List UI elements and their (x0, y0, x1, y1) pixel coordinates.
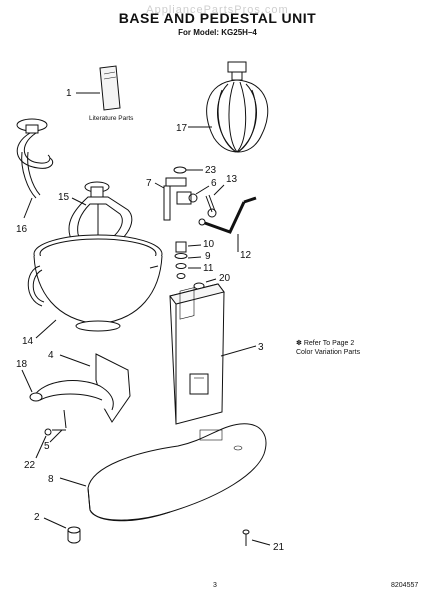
callout-16: 16 (16, 224, 28, 235)
note-line-2: Color Variation Parts (296, 349, 361, 356)
callout-13: 13 (226, 174, 238, 185)
callout-21: 21 (273, 542, 285, 553)
page-number: 3 (213, 582, 217, 589)
callout-3: 3 (258, 342, 264, 353)
callout-15: 15 (58, 192, 70, 203)
crank-handle-illustration (198, 196, 257, 234)
screw-parts-illustration (44, 409, 67, 436)
base-plate-illustration (87, 423, 267, 522)
foot-pad-illustration (67, 526, 81, 544)
wire-whip-illustration (206, 61, 269, 153)
note-line-1: Refer To Page 2 (303, 340, 355, 347)
hardware-stack-illustration (174, 241, 205, 290)
callout-1: 1 (66, 88, 72, 99)
note-mark: ✽ (296, 340, 302, 347)
callout-5: 5 (44, 441, 50, 452)
bowl-clamp-arm-illustration (29, 380, 114, 411)
pedestal-column-illustration (169, 283, 225, 425)
color-variation-note: ✽ Refer To Page 2 Color Variation Parts (296, 339, 360, 357)
callout-6: 6 (211, 178, 217, 189)
callout-10: 10 (203, 239, 215, 250)
model-subtitle: For Model: KG25H–4 (178, 28, 257, 37)
page-title: BASE AND PEDESTAL UNIT (118, 10, 317, 26)
callout-12: 12 (240, 250, 252, 261)
callout-22: 22 (24, 460, 36, 471)
callout-17: 17 (176, 123, 188, 134)
callout-2: 2 (34, 512, 40, 523)
hinge-pin-parts-illustration (163, 166, 217, 221)
callout-14: 14 (22, 336, 34, 347)
callout-20: 20 (219, 273, 231, 284)
callout-4: 4 (48, 350, 54, 361)
literature-parts-illustration (99, 65, 121, 111)
callout-8: 8 (48, 474, 54, 485)
document-code: 8204557 (391, 582, 419, 589)
watermark: AppliancePartsPros.com (146, 4, 289, 16)
callout-7: 7 (146, 178, 152, 189)
mixing-bowl-illustration (27, 234, 163, 332)
callout-9: 9 (205, 251, 211, 262)
callout-23: 23 (205, 165, 217, 176)
base-screw-illustration (242, 529, 250, 546)
callout-18: 18 (16, 359, 28, 370)
literature-label: Literature Parts (89, 115, 134, 122)
dough-hook-illustration (16, 118, 54, 199)
callout-11: 11 (203, 263, 214, 274)
